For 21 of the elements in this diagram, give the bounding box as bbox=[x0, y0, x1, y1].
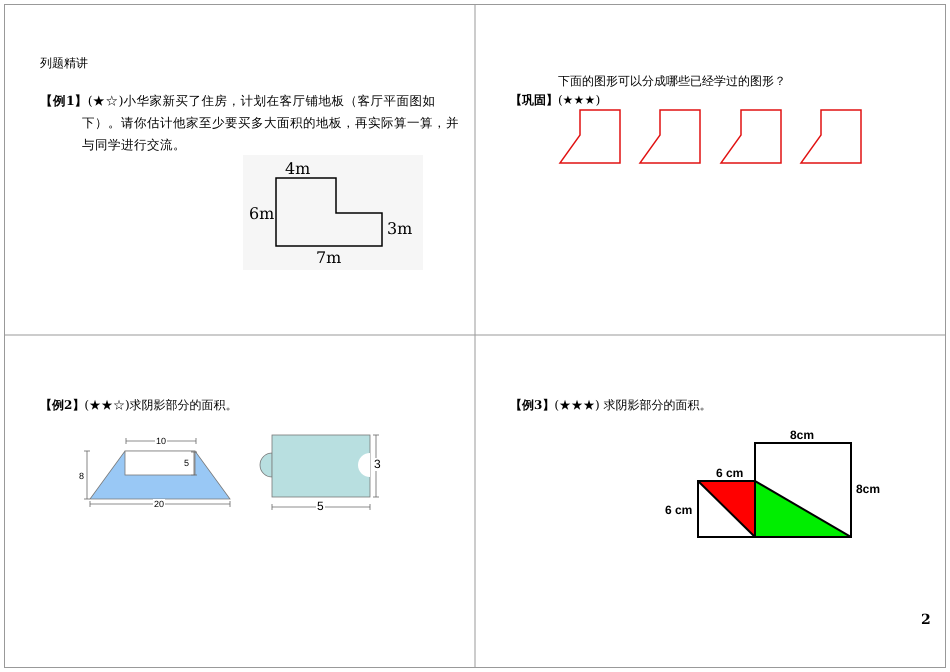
dimension-label: 6 cm bbox=[665, 503, 692, 517]
dimension-label: 4m bbox=[285, 160, 310, 178]
dimension-label: 8cm bbox=[790, 428, 814, 442]
dimension-label: 6m bbox=[249, 205, 274, 223]
problem-heading: 【巩固】(★★★) bbox=[510, 93, 600, 107]
problem-text: 【例2】(★★☆)求阴影部分的面积。 bbox=[40, 398, 238, 412]
dimension-label: 3m bbox=[387, 220, 412, 238]
dimension-label: 8cm bbox=[856, 482, 880, 496]
dimension-label: 3 bbox=[373, 458, 382, 471]
dimension-label: 6 cm bbox=[716, 466, 744, 480]
problem-text: 【例1】(★☆)小华家新买了住房，计划在客厅铺地板（客厅平面图如下）。请你估计他家至少要买多大面积的地板，再实际算一算，并与同学进行交流。 bbox=[40, 92, 460, 154]
page-number: 2 bbox=[921, 612, 931, 628]
problem-text: 【例3】(★★★) 求阴影部分的面积。 bbox=[510, 398, 712, 412]
dimension-label: 10 bbox=[155, 436, 168, 446]
dimension-label: 5 bbox=[183, 458, 190, 468]
dimension-label: 20 bbox=[153, 499, 166, 509]
dimension-label: 5 bbox=[316, 500, 325, 513]
dimension-label: 8 bbox=[78, 471, 86, 481]
question-text: 下面的图形可以分成哪些已经学过的图形？ bbox=[558, 74, 786, 88]
dimension-label: 7m bbox=[316, 249, 342, 267]
section-heading: 列题精讲 bbox=[40, 56, 88, 70]
